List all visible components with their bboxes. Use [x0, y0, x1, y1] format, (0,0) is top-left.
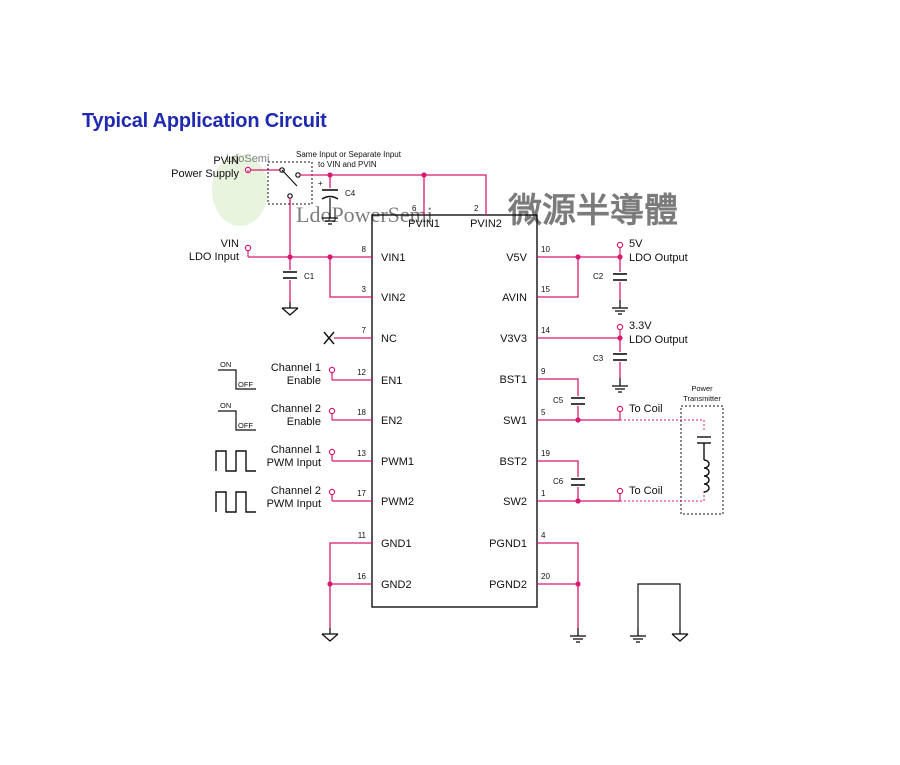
ch1-pwm-line2: PWM Input — [267, 457, 321, 469]
no-connect-icon — [323, 331, 372, 345]
pin-name: VIN1 — [381, 252, 405, 264]
pin-number: 5 — [541, 408, 546, 417]
pin-name: AVIN — [502, 292, 527, 304]
pin-number: 19 — [541, 449, 550, 458]
pin-number: 14 — [541, 326, 550, 335]
pin-number: 8 — [362, 245, 367, 254]
c5-label: C5 — [553, 396, 564, 405]
ch2-pwm-line1: Channel 2 — [271, 485, 321, 497]
wires — [248, 169, 621, 628]
switch-note-line1: Same Input or Separate Input — [296, 150, 402, 159]
pin-name: BST1 — [499, 374, 527, 386]
pin-name: PWM2 — [381, 496, 414, 508]
switch-symbol-icon — [279, 167, 315, 204]
power-transmitter-box — [680, 405, 724, 515]
pwm-waveform-icons — [215, 450, 256, 513]
vin-label: VIN — [221, 238, 239, 250]
enable-waveform-icons — [218, 369, 256, 431]
ldo-input-label: LDO Input — [189, 251, 239, 263]
pin-number: 4 — [541, 531, 546, 540]
off-label-1: OFF — [238, 380, 253, 389]
pin-name: GND2 — [381, 579, 412, 591]
to-coil-label-2: To Coil — [629, 485, 663, 497]
ch1-enable-line1: Channel 1 — [271, 362, 321, 374]
pin-name: EN1 — [381, 375, 402, 387]
pin-number: 2 — [474, 204, 479, 213]
ch1-enable-line2: Enable — [287, 375, 321, 387]
pin-number: 20 — [541, 572, 550, 581]
transmitter-label-line2: Transmitter — [683, 394, 721, 403]
pin-number: 10 — [541, 245, 550, 254]
capacitor-c1 — [282, 271, 298, 279]
pin-number: 3 — [362, 285, 367, 294]
ch1-pwm-line1: Channel 1 — [271, 444, 321, 456]
transmitter-label-line1: Power — [691, 384, 713, 393]
ground-loop — [637, 583, 681, 628]
off-label-2: OFF — [238, 421, 253, 430]
pin-number: 15 — [541, 285, 550, 294]
pin-name: PVIN1 — [408, 218, 440, 230]
v5-output-line2: LDO Output — [629, 252, 688, 264]
pin-name: NC — [381, 333, 397, 345]
to-coil-label-1: To Coil — [629, 403, 663, 415]
capacitor-c5 — [570, 397, 586, 405]
pin-name: EN2 — [381, 415, 402, 427]
pin-number: 13 — [357, 449, 366, 458]
ic-pins: 8VIN13VIN27NC12EN118EN213PWM117PWM211GND… — [357, 204, 550, 591]
pvin-label: PVIN — [213, 155, 239, 167]
v33-output-line1: 3.3V — [629, 320, 652, 332]
pin-name: V3V3 — [500, 333, 527, 345]
capacitor-c4: + — [318, 179, 339, 210]
pin-name: BST2 — [499, 456, 527, 468]
capacitor-c3 — [612, 353, 628, 361]
terminals — [244, 166, 624, 496]
watermark-bulb-logo — [212, 154, 268, 226]
c4-label: C4 — [345, 189, 356, 198]
pin-number: 7 — [362, 326, 367, 335]
pin-number: 9 — [541, 367, 546, 376]
ic-body — [371, 214, 538, 608]
capacitor-c6 — [570, 478, 586, 486]
diagram-title: Typical Application Circuit — [82, 110, 327, 132]
v5-output-line1: 5V — [629, 238, 643, 250]
svg-text:+: + — [318, 179, 323, 188]
watermark: LdoSemi LdoPowerSemi 微源半導體 — [212, 153, 678, 230]
pin-number: 16 — [357, 572, 366, 581]
pin-name: SW1 — [503, 415, 527, 427]
pin-name: PGND1 — [489, 538, 527, 550]
on-label-2: ON — [220, 401, 231, 410]
switch-note-line2: to VIN and PVIN — [318, 160, 377, 169]
pin-name: PVIN2 — [470, 218, 502, 230]
pin-name: VIN2 — [381, 292, 405, 304]
pin-number: 6 — [412, 204, 417, 213]
v33-output-line2: LDO Output — [629, 334, 688, 346]
watermark-logo-text: LdoSemi — [226, 153, 269, 165]
pin-name: V5V — [506, 252, 527, 264]
ch2-enable-line2: Enable — [287, 416, 321, 428]
ch2-enable-line1: Channel 2 — [271, 403, 321, 415]
c2-label: C2 — [593, 272, 604, 281]
c6-label: C6 — [553, 477, 564, 486]
c1-label: C1 — [304, 272, 315, 281]
pin-number: 12 — [357, 368, 366, 377]
watermark-cjk: 微源半導體 — [507, 192, 678, 230]
capacitor-c2 — [612, 273, 628, 281]
c3-label: C3 — [593, 354, 604, 363]
pin-name: PGND2 — [489, 579, 527, 591]
transmitter-coil-icon — [697, 436, 711, 493]
pin-name: GND1 — [381, 538, 412, 550]
coil-leads — [620, 419, 705, 502]
power-supply-label: Power Supply — [171, 168, 239, 180]
pin-number: 18 — [357, 408, 366, 417]
ch2-pwm-line2: PWM Input — [267, 498, 321, 510]
pin-number: 17 — [357, 489, 366, 498]
pin-name: SW2 — [503, 496, 527, 508]
pin-name: PWM1 — [381, 456, 414, 468]
on-label-1: ON — [220, 360, 231, 369]
pin-number: 1 — [541, 489, 546, 498]
junction-dots — [287, 172, 623, 587]
pin-number: 11 — [358, 531, 367, 540]
